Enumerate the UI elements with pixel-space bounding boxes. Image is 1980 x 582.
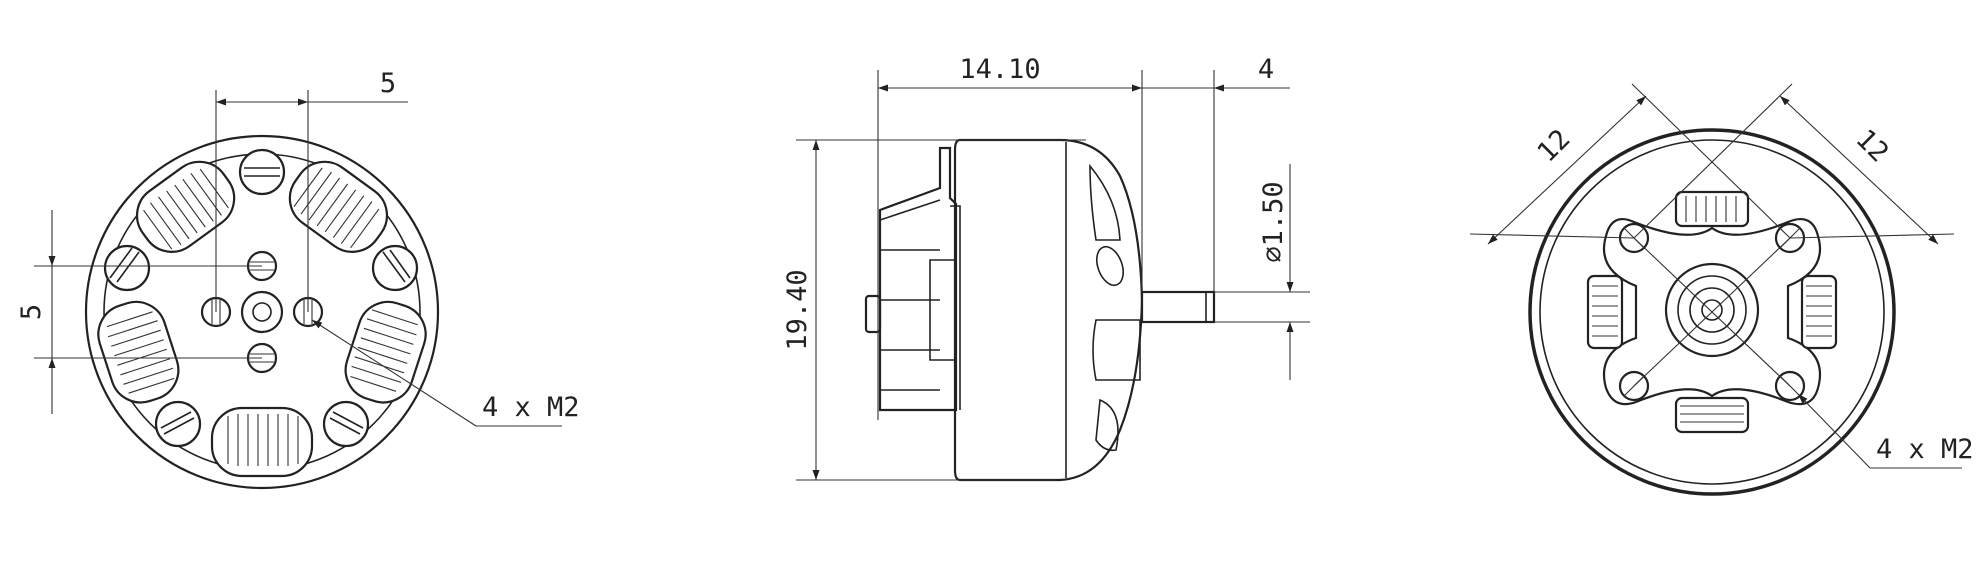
rear-mount-callout-text: 4 x M2	[1876, 434, 1974, 465]
front-mount-callout: 4 x M2	[311, 319, 580, 427]
rear-outer-ring	[1528, 128, 1896, 496]
front-dim-vertical: 5	[16, 210, 262, 414]
front-dim-vertical-text: 5	[16, 304, 47, 320]
rear-dim-diag-right-text: 12	[1850, 124, 1895, 169]
side-dim-length-text: 14.10	[959, 54, 1040, 85]
side-dim-length: 14.10	[877, 54, 1143, 420]
rear-mount-callout: 4 x M2	[1797, 393, 1974, 469]
front-dim-horizontal: 5	[215, 68, 408, 312]
side-dim-height: 19.40	[782, 139, 1086, 481]
side-dim-shaft-diameter: ⌀1.50	[1214, 164, 1310, 380]
front-screw-holes	[103, 148, 419, 448]
side-dim-shaft-length: 4	[1142, 54, 1290, 292]
rear-view: 12 12 4 x M2	[1469, 83, 1974, 496]
front-outer-ring	[84, 134, 440, 490]
front-mount-callout-text: 4 x M2	[482, 392, 580, 423]
rear-winding-blocks	[1586, 190, 1838, 434]
side-view: 14.10 4 19.40 ⌀1.50	[782, 54, 1310, 482]
front-view: 5 5 4 x M2	[16, 68, 580, 490]
side-dim-shaft-length-text: 4	[1258, 54, 1274, 85]
side-boss	[864, 294, 882, 334]
front-dim-horizontal-text: 5	[380, 68, 396, 99]
rear-bearing	[1664, 262, 1760, 358]
front-hub	[200, 250, 324, 374]
front-winding-pods	[97, 160, 427, 478]
side-dim-height-text: 19.40	[782, 269, 813, 350]
rear-inner-ring	[1539, 139, 1885, 485]
side-base	[878, 146, 958, 412]
side-bell	[953, 138, 1144, 482]
side-dim-shaft-diameter-text: ⌀1.50	[1258, 181, 1289, 262]
rear-dim-diag-left-text: 12	[1532, 124, 1577, 169]
side-shaft	[1140, 290, 1216, 324]
